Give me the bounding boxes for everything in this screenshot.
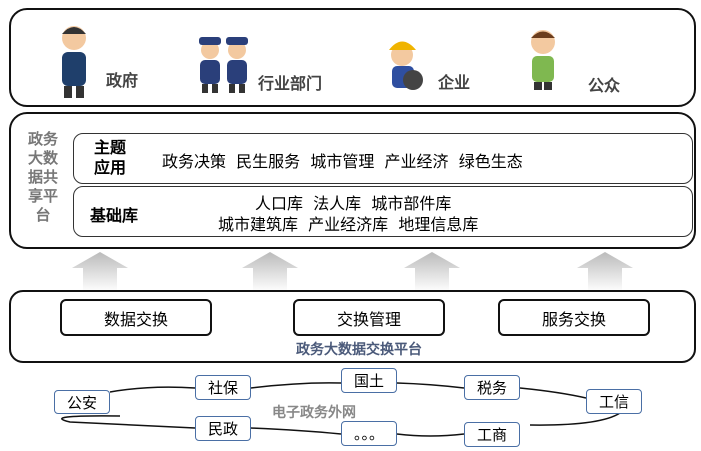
theme-title-line: 主题 [94, 138, 127, 157]
network-node-public-security[interactable]: 公安 [54, 390, 110, 414]
theme-apps-items: 政务决策 民生服务 城市管理 产业经济 绿色生态 [162, 152, 523, 171]
theme-apps-title: 主题 应用 [94, 138, 126, 178]
actors-figures [62, 26, 555, 98]
base-libs-line2: 城市建筑库 产业经济库 地理信息库 [218, 215, 479, 234]
network-node-more[interactable]: 。。。 [341, 421, 397, 446]
police-figure-icon [199, 37, 248, 93]
sharing-platform-panel [9, 112, 696, 249]
side-label-line: 据共 [27, 168, 58, 186]
upward-arrows [72, 252, 633, 292]
network-label: 电子政务外网 [272, 405, 356, 421]
theme-title-line: 应用 [94, 158, 127, 177]
worker-figure-icon [389, 41, 423, 90]
actor-government-label: 政府 [106, 71, 139, 90]
side-label-line: 台 [35, 206, 51, 224]
base-libs-box [73, 186, 693, 237]
network-node-tax[interactable]: 税务 [464, 375, 520, 400]
actor-public-label: 公众 [588, 76, 621, 95]
up-arrow-icon [577, 252, 633, 292]
base-libs-line1: 人口库 法人库 城市部件库 [255, 194, 452, 213]
up-arrow-icon [72, 252, 128, 292]
exchange-management-button[interactable]: 交换管理 [293, 299, 445, 336]
base-libs-title: 基础库 [90, 206, 139, 225]
up-arrow-icon [404, 252, 460, 292]
network-node-commerce[interactable]: 工商 [464, 422, 520, 447]
sharing-platform-label: 政务 大数 据共 享平 台 [24, 130, 62, 225]
side-label-line: 政务 [27, 130, 58, 148]
public-figure-icon [531, 30, 555, 90]
actor-enterprise-label: 企业 [438, 73, 471, 92]
actors-panel [9, 8, 696, 107]
side-label-line: 享平 [27, 187, 58, 205]
theme-apps-box [73, 133, 693, 184]
up-arrow-icon [242, 252, 298, 292]
data-exchange-button[interactable]: 数据交换 [60, 299, 212, 336]
network-node-civil-affairs[interactable]: 民政 [195, 416, 251, 441]
network-node-land[interactable]: 国土 [341, 368, 397, 393]
exchange-platform-label: 政务大数据交换平台 [296, 342, 422, 358]
network-node-industry-it[interactable]: 工信 [586, 389, 642, 414]
side-label-line: 大数 [27, 149, 58, 167]
network-node-social-security[interactable]: 社保 [195, 375, 251, 400]
service-exchange-button[interactable]: 服务交换 [498, 299, 650, 336]
network-ring [61, 382, 621, 437]
actor-industry-label: 行业部门 [258, 74, 323, 93]
exchange-platform-panel [9, 290, 696, 363]
government-figure-icon [62, 26, 86, 98]
